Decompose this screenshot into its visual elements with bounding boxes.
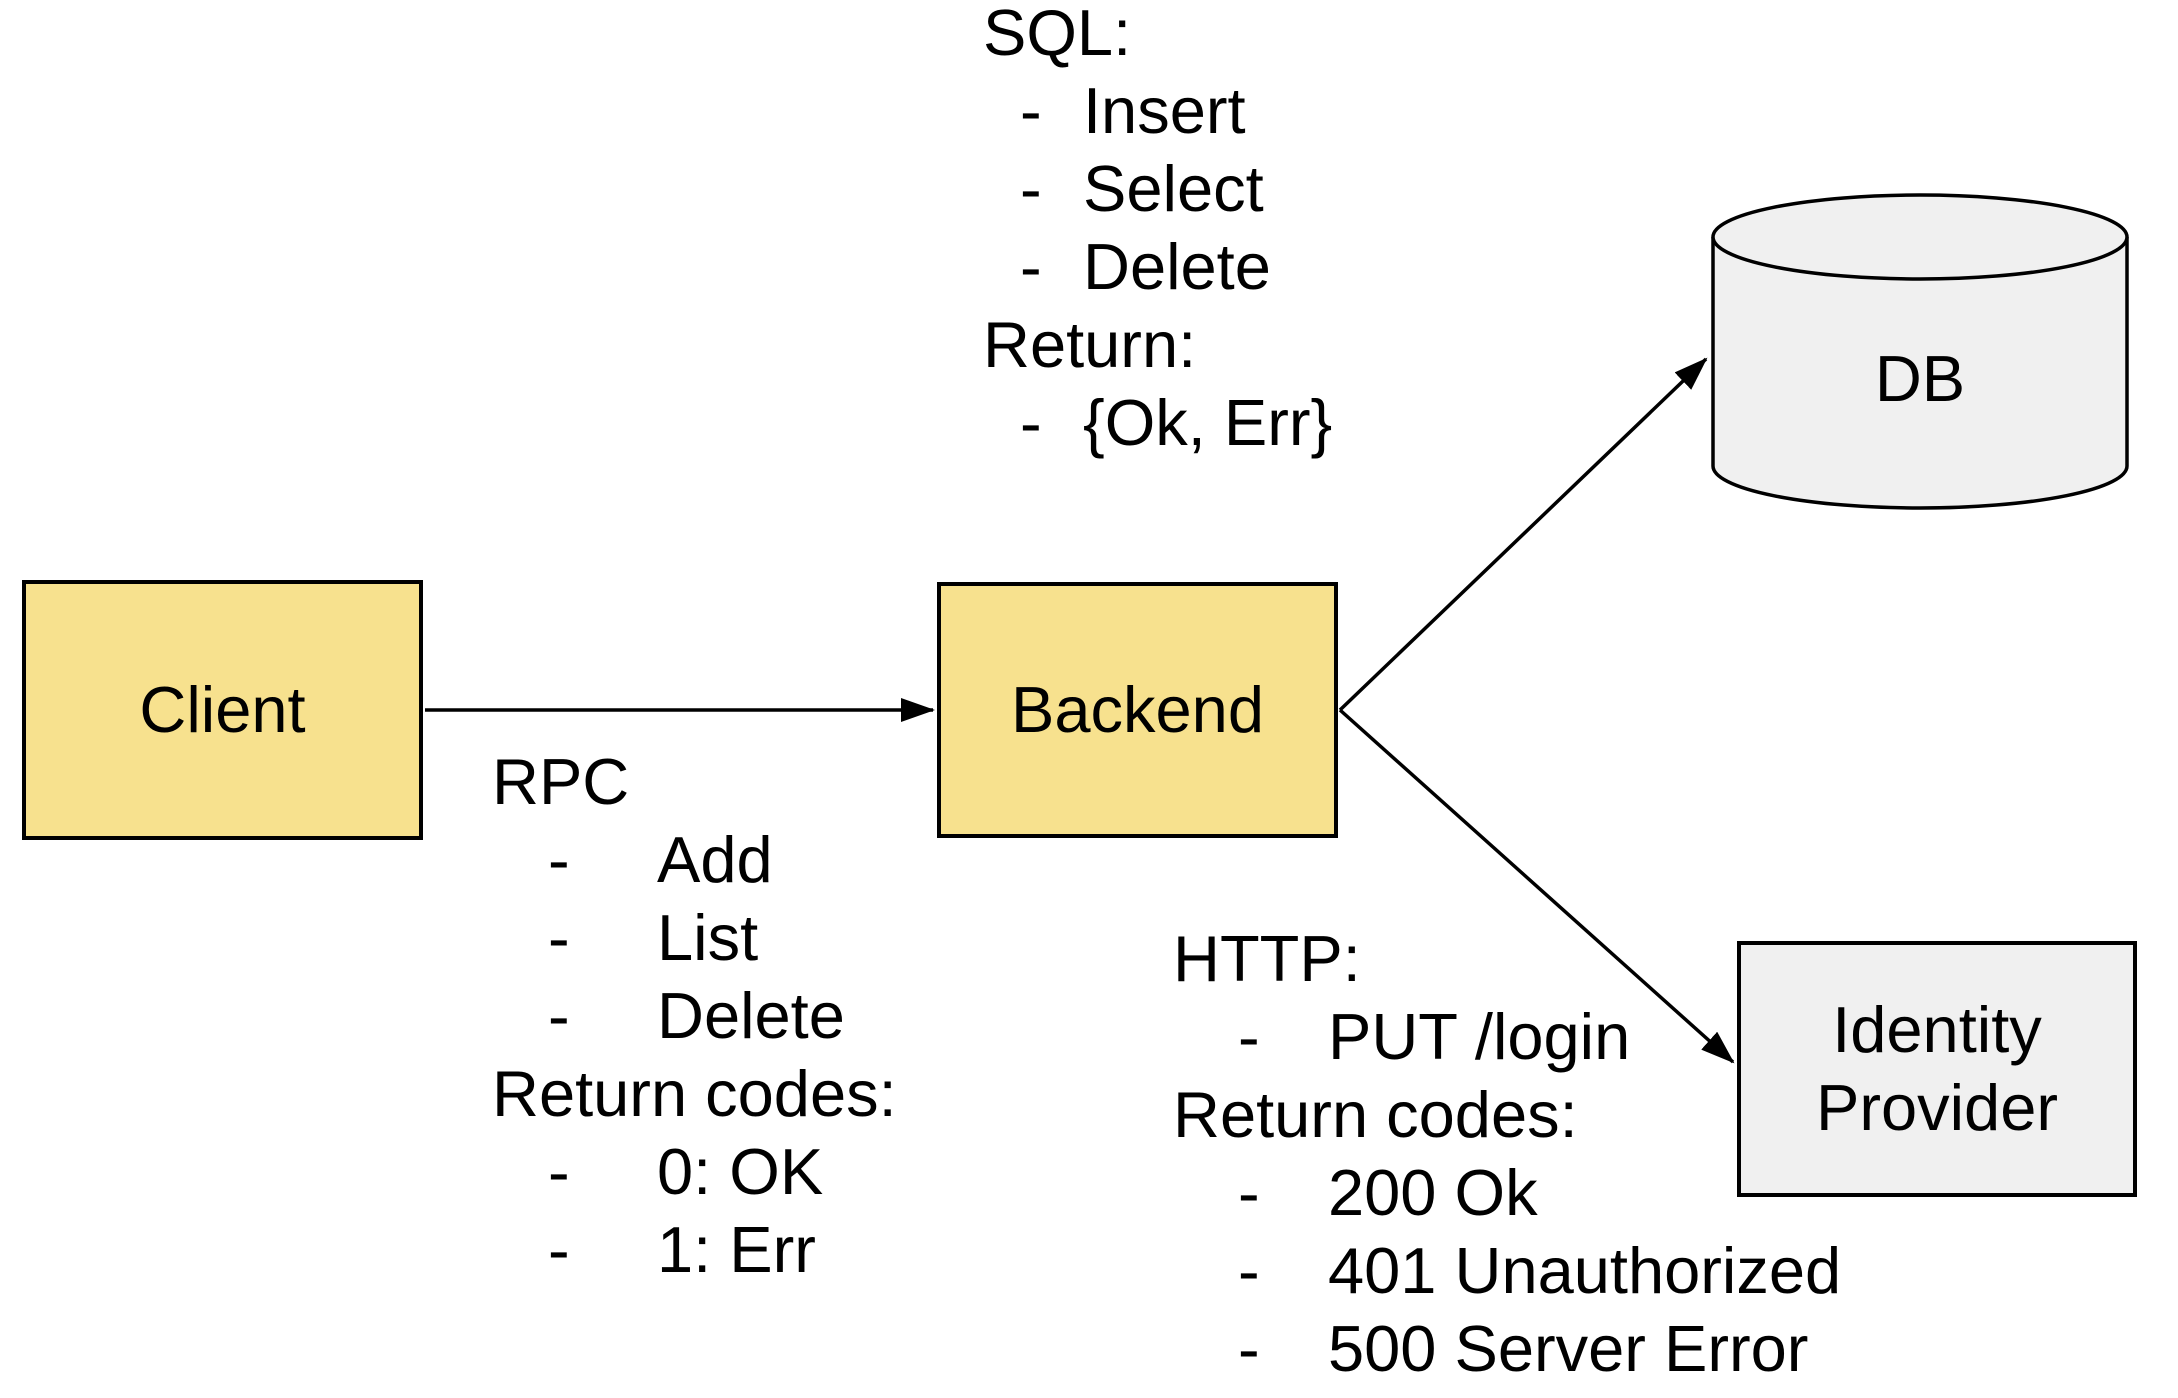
- annotation-text: Return codes:: [1173, 1078, 1578, 1151]
- bullet-dash: -: [548, 823, 570, 896]
- annotation-line: RPC: [492, 743, 897, 821]
- annotation-line: -Delete: [983, 228, 1332, 306]
- annotation-text: 0: OK: [657, 1135, 824, 1208]
- arrow-backend-to-db: [1338, 357, 1708, 712]
- annotation-text: Add: [657, 823, 773, 896]
- annotation-line: -500 Server Error: [1173, 1310, 1841, 1388]
- bullet-dash: -: [1020, 152, 1042, 225]
- annotation-line: -200 Ok: [1173, 1154, 1841, 1232]
- annotation-line: - Add: [492, 821, 897, 899]
- annotation-text: Insert: [1083, 74, 1246, 147]
- node-backend-label: Backend: [1011, 673, 1264, 746]
- annotation-text: HTTP:: [1173, 922, 1361, 995]
- annotation-text: RPC: [492, 745, 630, 818]
- bullet-dash: -: [548, 901, 570, 974]
- http-annotation: HTTP: -PUT /login Return codes: -200 Ok …: [1173, 920, 1841, 1388]
- bullet-dash: -: [548, 979, 570, 1052]
- rpc-annotation: RPC - Add - List - Delete Return codes: - 0:…: [492, 743, 897, 1289]
- annotation-text: 500 Server Error: [1328, 1312, 1809, 1385]
- annotation-line: -{Ok, Err}: [983, 384, 1332, 462]
- bullet-dash: -: [548, 1135, 570, 1208]
- db-cylinder-icon: [1711, 193, 2129, 510]
- annotation-line: - 1: Err: [492, 1211, 897, 1289]
- annotation-text: SQL:: [983, 0, 1132, 69]
- bullet-dash: -: [1238, 1312, 1260, 1385]
- node-db-label: DB: [1874, 342, 1966, 415]
- annotation-text: Delete: [1083, 230, 1271, 303]
- node-identity-provider: Identity Provider: [1737, 941, 2137, 1197]
- annotation-line: -Select: [983, 150, 1332, 228]
- bullet-dash: -: [1238, 1156, 1260, 1229]
- sql-annotation: SQL: -Insert -Select -Delete Return: -{O…: [983, 0, 1332, 462]
- annotation-text: Return codes:: [492, 1057, 897, 1130]
- annotation-text: Return:: [983, 308, 1197, 381]
- annotation-line: - Delete: [492, 977, 897, 1055]
- annotation-text: 401 Unauthorized: [1328, 1234, 1842, 1307]
- annotation-line: -PUT /login: [1173, 998, 1841, 1076]
- node-identity-provider-label: Identity Provider: [1815, 993, 2059, 1144]
- bullet-dash: -: [548, 1213, 570, 1286]
- annotation-line: - 0: OK: [492, 1133, 897, 1211]
- annotation-line: - List: [492, 899, 897, 977]
- annotation-line: Return:: [983, 306, 1332, 384]
- node-client-label: Client: [139, 673, 306, 746]
- annotation-text: 200 Ok: [1328, 1156, 1538, 1229]
- bullet-dash: -: [1238, 1000, 1260, 1073]
- bullet-dash: -: [1020, 230, 1042, 303]
- annotation-line: -401 Unauthorized: [1173, 1232, 1841, 1310]
- annotation-line: SQL:: [983, 0, 1332, 72]
- annotation-text: Delete: [657, 979, 845, 1052]
- annotation-line: Return codes:: [1173, 1076, 1841, 1154]
- annotation-line: Return codes:: [492, 1055, 897, 1133]
- annotation-text: {Ok, Err}: [1083, 386, 1333, 459]
- annotation-text: Select: [1083, 152, 1264, 225]
- bullet-dash: -: [1238, 1234, 1260, 1307]
- annotation-text: 1: Err: [657, 1213, 816, 1286]
- node-backend: Backend: [937, 582, 1338, 838]
- annotation-text: List: [657, 901, 759, 974]
- annotation-line: -Insert: [983, 72, 1332, 150]
- bullet-dash: -: [1020, 74, 1042, 147]
- annotation-text: PUT /login: [1328, 1000, 1631, 1073]
- annotation-line: HTTP:: [1173, 920, 1841, 998]
- bullet-dash: -: [1020, 386, 1042, 459]
- node-db: DB: [1710, 193, 2130, 510]
- node-client: Client: [22, 580, 423, 840]
